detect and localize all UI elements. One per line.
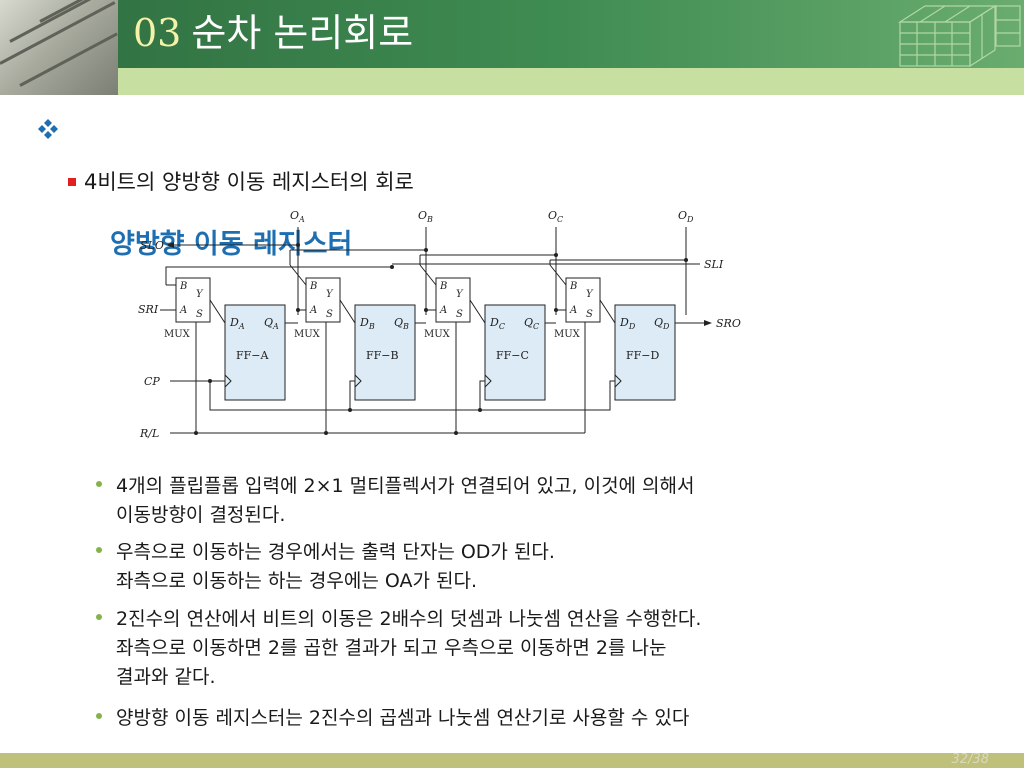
signal-label: SRI bbox=[138, 303, 159, 316]
output-label: OB bbox=[418, 209, 433, 224]
signal-label: SLI bbox=[704, 258, 724, 271]
mux-pin: S bbox=[456, 309, 463, 320]
ff-q-label: QD bbox=[654, 316, 670, 331]
mux-pin: Y bbox=[456, 289, 464, 300]
mux-pin: B bbox=[569, 281, 577, 292]
mux-pin: Y bbox=[196, 289, 204, 300]
mux-pin: B bbox=[309, 281, 317, 292]
ff-d-label: DA bbox=[229, 316, 245, 331]
footer-bar bbox=[0, 753, 1024, 768]
mux-pin: B bbox=[439, 281, 447, 292]
list-item: 양방향 이동 레지스터는 2진수의 곱셈과 나눗셈 연산기로 사용할 수 있다 bbox=[96, 704, 976, 733]
signal-label: R/L bbox=[139, 427, 159, 440]
ff-label: FF−B bbox=[366, 349, 399, 362]
header-accent-strip bbox=[118, 68, 1024, 95]
ff-d-label: DC bbox=[489, 316, 505, 331]
bullet-dot-icon bbox=[96, 547, 102, 553]
mux-label: MUX bbox=[424, 329, 451, 340]
ff-d-label: DD bbox=[619, 316, 636, 331]
signal-label: SLO bbox=[140, 239, 164, 252]
header-photo bbox=[0, 0, 118, 95]
mux-pin: A bbox=[309, 305, 317, 316]
list-item: 4개의 플립플롭 입력에 2×1 멀티플렉서가 연결되어 있고, 이것에 의해서… bbox=[96, 472, 976, 530]
square-bullet-icon bbox=[68, 178, 76, 186]
mux-pin: A bbox=[439, 305, 447, 316]
diamond-bullet-icon bbox=[38, 119, 58, 139]
mux-pin: S bbox=[196, 309, 203, 320]
list-item: 2진수의 연산에서 비트의 이동은 2배수의 덧셈과 나눗셈 연산을 수행한다.… bbox=[96, 605, 976, 692]
mux-pin: Y bbox=[326, 289, 334, 300]
output-label: OA bbox=[290, 209, 305, 224]
ff-label: FF−C bbox=[496, 349, 529, 362]
ff-q-label: QC bbox=[524, 316, 539, 331]
mux-pin: S bbox=[586, 309, 593, 320]
signal-label: SRO bbox=[716, 317, 741, 330]
shift-register-circuit: OA OB OC OD SLO SRI CP R/L SLI SRO MUX M… bbox=[138, 209, 741, 440]
mux-pin: A bbox=[179, 305, 187, 316]
mux-pin: A bbox=[569, 305, 577, 316]
ff-label: FF−D bbox=[626, 349, 659, 362]
mux-pin: S bbox=[326, 309, 333, 320]
chapter-title: 순차 논리회로 bbox=[191, 11, 414, 55]
signal-label: CP bbox=[144, 375, 160, 388]
chapter-number: 03 bbox=[133, 11, 182, 55]
ff-q-label: QA bbox=[264, 316, 279, 331]
mux-pin: B bbox=[179, 281, 187, 292]
output-label: OD bbox=[678, 209, 694, 224]
mux-label: MUX bbox=[164, 329, 191, 340]
bullet-dot-icon bbox=[96, 481, 102, 487]
ff-d-label: DB bbox=[359, 316, 375, 331]
bullet-dot-icon bbox=[96, 713, 102, 719]
output-label: OC bbox=[548, 209, 563, 224]
subsection-heading: 4비트의 양방향 이동 레지스터의 회로 bbox=[84, 170, 414, 194]
cube-pattern-icon bbox=[897, 4, 1021, 68]
mux-label: MUX bbox=[294, 329, 321, 340]
page-number: 32/38 bbox=[951, 752, 989, 767]
bullet-dot-icon bbox=[96, 614, 102, 620]
ff-q-label: QB bbox=[394, 316, 409, 331]
list-item: 우측으로 이동하는 경우에서는 출력 단자는 OD가 된다. 좌측으로 이동하는… bbox=[96, 538, 976, 596]
mux-label: MUX bbox=[554, 329, 581, 340]
ff-label: FF−A bbox=[236, 349, 269, 362]
header-bar bbox=[0, 0, 1024, 68]
mux-pin: Y bbox=[586, 289, 594, 300]
